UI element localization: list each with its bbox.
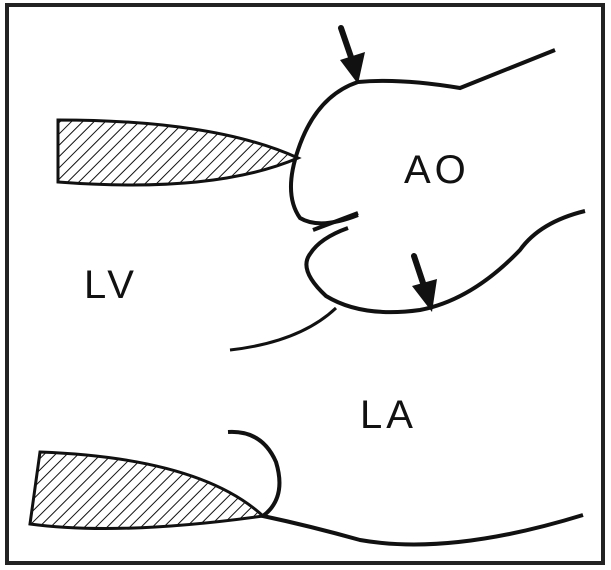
- left-atrial-wall: [227, 429, 584, 547]
- left-atrium-label: LA: [360, 393, 417, 437]
- mitral-leaflet: [229, 306, 338, 352]
- arrow-down-icon: [338, 25, 365, 84]
- aorta-label: AO: [404, 148, 470, 192]
- left-ventricle-label: LV: [84, 263, 138, 307]
- arrow-down-icon: [411, 253, 437, 312]
- aortic-lower-wall: [304, 209, 586, 315]
- aortic-valve-leaflet: [312, 211, 359, 232]
- upper-septum: [56, 118, 302, 187]
- aortic-upper-wall: [288, 48, 556, 226]
